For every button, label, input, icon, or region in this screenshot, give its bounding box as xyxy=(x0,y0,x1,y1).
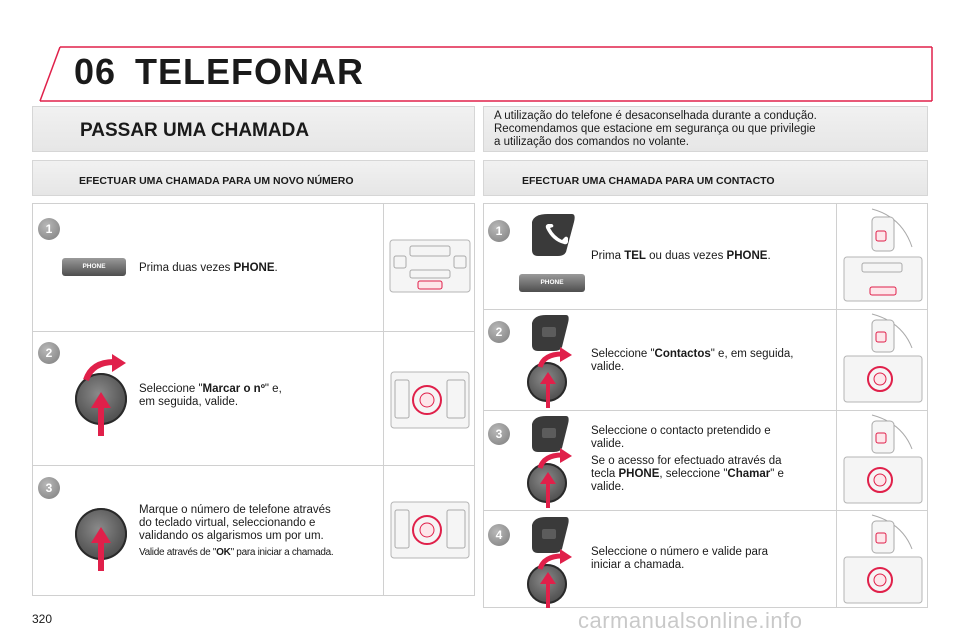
right-step-4-text: Seleccione o número e valide para inicia… xyxy=(591,546,768,572)
text-bold: PHONE xyxy=(618,468,660,480)
left-subtitle: EFECTUAR UMA CHAMADA PARA UM NOVO NÚMERO xyxy=(79,175,354,187)
rotate-arrow-icon xyxy=(537,549,572,570)
text-bold: TEL xyxy=(624,250,646,262)
dashboard-panel-illustration xyxy=(389,239,471,293)
text-bold: PHONE xyxy=(233,262,275,274)
text: . xyxy=(767,250,771,262)
text: Seleccione " xyxy=(591,348,655,360)
chapter-title: TELEFONAR xyxy=(135,51,364,92)
left-image-divider xyxy=(383,203,384,596)
steering-and-dashboard-illustration xyxy=(843,208,923,302)
text: em seguida, valide. xyxy=(139,396,239,408)
text: Valide através de " xyxy=(139,547,217,558)
header-diagonal xyxy=(39,46,933,102)
text: valide. xyxy=(591,481,625,493)
text-bold: Chamar xyxy=(727,468,771,480)
warning-line: A utilização do telefone é desaconselhad… xyxy=(494,110,817,122)
text: Prima xyxy=(591,250,625,262)
right-divider xyxy=(483,510,928,511)
text: do teclado virtual, seleccionando e xyxy=(139,517,316,529)
step-number: 3 xyxy=(488,423,510,445)
text-bold: Marcar o nº xyxy=(202,383,265,395)
section-title: PASSAR UMA CHAMADA xyxy=(80,120,310,141)
warning-line: Recomendamos que estacione em segurança … xyxy=(494,123,816,135)
right-image-divider xyxy=(836,203,837,608)
right-divider xyxy=(483,309,928,310)
step-number: 4 xyxy=(488,524,510,546)
left-divider xyxy=(32,465,475,466)
steering-control-icon xyxy=(532,517,569,553)
text: , seleccione " xyxy=(659,468,728,480)
step-number: 3 xyxy=(38,477,60,499)
chapter-number: 06 xyxy=(74,51,117,92)
control-panel-illustration xyxy=(390,501,470,559)
steering-and-control-illustration xyxy=(843,313,923,403)
text: validando os algarismos um por um. xyxy=(139,530,324,542)
warning-panel xyxy=(483,106,928,152)
press-arrow-icon xyxy=(91,392,111,436)
phone-button: PHONE xyxy=(62,258,126,276)
text: " e, xyxy=(264,383,282,395)
text: ou duas vezes xyxy=(645,250,727,262)
watermark: carmanualsonline.info xyxy=(578,608,803,633)
text-bold: PHONE xyxy=(726,250,768,262)
right-subtitle-panel xyxy=(483,160,928,196)
left-divider xyxy=(32,331,475,332)
steering-and-control-illustration xyxy=(843,414,923,504)
left-step-3-text: Marque o número de telefone através do t… xyxy=(139,504,334,559)
right-subtitle: EFECTUAR UMA CHAMADA PARA UM CONTACTO xyxy=(522,175,775,187)
page-number: 320 xyxy=(32,612,53,626)
warning-note: A utilização do telefone é desaconselhad… xyxy=(494,110,817,149)
text: " e, em seguida, xyxy=(710,348,794,360)
step-number: 2 xyxy=(488,321,510,343)
rotate-arrow-icon xyxy=(83,354,126,382)
section-title-panel xyxy=(32,106,475,152)
step-number: 1 xyxy=(38,218,60,240)
steering-tel-button-icon xyxy=(532,214,575,256)
text: . xyxy=(274,262,278,274)
step-number: 1 xyxy=(488,220,510,242)
press-arrow-icon xyxy=(540,372,556,408)
text-bold: Contactos xyxy=(654,348,711,360)
press-arrow-icon xyxy=(91,527,111,571)
step-number: 2 xyxy=(38,342,60,364)
right-divider xyxy=(483,410,928,411)
text-bold: OK xyxy=(216,547,231,558)
warning-line: a utilização dos comandos no volante. xyxy=(494,136,689,148)
right-step-2-text: Seleccione "Contactos" e, em seguida, va… xyxy=(591,348,794,374)
press-arrow-icon xyxy=(540,472,556,508)
text: Prima duas vezes xyxy=(139,262,234,274)
left-subtitle-panel xyxy=(32,160,475,196)
text: Seleccione o contacto pretendido e xyxy=(591,425,771,437)
text: Marque o número de telefone através xyxy=(139,504,331,516)
control-panel-illustration xyxy=(390,371,470,429)
text: " para iniciar a chamada. xyxy=(230,547,334,558)
rotate-arrow-icon xyxy=(537,347,572,368)
text: tecla xyxy=(591,468,619,480)
rotate-arrow-icon xyxy=(537,448,572,469)
left-step-2-text: Seleccione "Marcar o nº" e, em seguida, … xyxy=(139,383,282,409)
phone-button: PHONE xyxy=(519,274,585,292)
steering-control-icon xyxy=(532,315,569,351)
text: valide. xyxy=(591,361,625,373)
left-step-1-text: Prima duas vezes PHONE. xyxy=(139,262,278,275)
right-step-1-text: Prima TEL ou duas vezes PHONE. xyxy=(591,250,771,263)
steering-and-control-illustration xyxy=(843,514,923,604)
steering-control-icon xyxy=(532,416,569,452)
press-arrow-icon xyxy=(540,572,556,608)
text: Seleccione " xyxy=(139,383,203,395)
text: " e xyxy=(770,468,784,480)
text: iniciar a chamada. xyxy=(591,559,685,571)
right-step-3-text: Seleccione o contacto pretendido e valid… xyxy=(591,425,784,494)
text: valide. xyxy=(591,438,625,450)
text: Se o acesso for efectuado através da xyxy=(591,455,782,467)
text: Seleccione o número e valide para xyxy=(591,546,769,558)
